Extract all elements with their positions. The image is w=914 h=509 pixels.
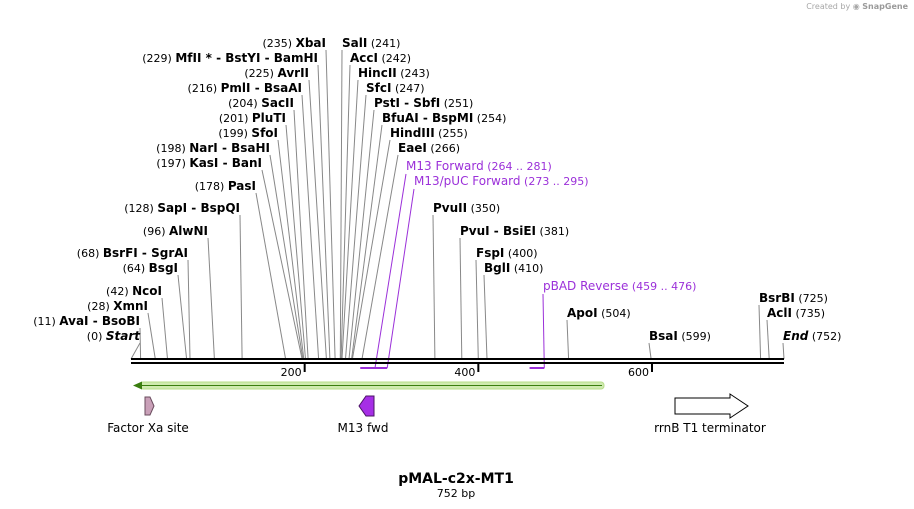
site-connector: [351, 139, 391, 360]
scale-tick-label: 600: [628, 366, 649, 379]
site-label-bsrfi[interactable]: (68) BsrFI - SgrAI: [77, 246, 188, 260]
site-connector: [341, 79, 359, 360]
site-connector: [782, 342, 785, 360]
site-label-acci[interactable]: AccI (242): [350, 51, 411, 65]
primer-connector-m13-forward: [374, 173, 407, 369]
feature-labels: Factor Xa site M13 fwd rrnB T1 terminator: [107, 421, 766, 435]
site-connector: [648, 342, 652, 360]
site-connector: [261, 169, 303, 360]
site-connector: [566, 319, 570, 360]
site-connector: [361, 154, 399, 360]
site-label-hincii[interactable]: HincII (243): [358, 66, 430, 80]
site-connector: [339, 49, 343, 360]
site-label-bsai[interactable]: BsaI (599): [649, 329, 711, 343]
site-label-bgli[interactable]: BglI (410): [484, 261, 543, 275]
credit-brand: SnapGene: [862, 2, 908, 11]
site-connector: [351, 124, 383, 360]
snapgene-logo-icon: ◉: [852, 2, 860, 11]
site-label-mfii[interactable]: (229) MfII * - BstYI - BamHI: [142, 51, 318, 65]
site-label-sacii[interactable]: (204) SacII: [228, 96, 294, 110]
site-label-bsrbi[interactable]: BsrBI (725): [759, 291, 828, 305]
site-connector: [758, 304, 762, 360]
site-connector: [483, 274, 488, 360]
site-labels: (0) Start(11) AvaI - BsoBI(28) XmnI(42) …: [33, 36, 841, 343]
site-label-avai[interactable]: (11) AvaI - BsoBI: [33, 314, 140, 328]
site-connector: [207, 237, 215, 360]
site-label-alwni[interactable]: (96) AlwNI: [143, 224, 208, 238]
site-label-hindiii[interactable]: HindIII (255): [390, 126, 468, 140]
site-label-kasi[interactable]: (197) KasI - BanI: [156, 156, 262, 170]
site-connector: [345, 94, 367, 360]
snapgene-credit: Created by ◉ SnapGene: [806, 2, 908, 11]
site-label-nari[interactable]: (198) NarI - BsaHI: [156, 141, 270, 155]
site-connector: [293, 109, 309, 360]
site-label-start[interactable]: (0) Start: [87, 329, 141, 343]
site-label-xbai[interactable]: (235) XbaI: [263, 36, 326, 50]
site-label-pluti[interactable]: (201) PluTI: [219, 111, 286, 125]
site-label-xmni[interactable]: (28) XmnI: [87, 299, 148, 313]
site-label-bfuai[interactable]: BfuAI - BspMI (254): [382, 111, 506, 125]
primer-label-pbad-reverse[interactable]: pBAD Reverse (459 .. 476): [543, 279, 696, 293]
site-label-sfoi[interactable]: (199) SfoI: [218, 126, 278, 140]
feature-label-m13-fwd[interactable]: M13 fwd: [338, 421, 389, 435]
site-connector: [177, 274, 188, 360]
site-label-ncoi[interactable]: (42) NcoI: [106, 284, 162, 298]
site-label-pvuii[interactable]: PvuII (350): [433, 201, 500, 215]
rrnb-t1-terminator-arrow[interactable]: [674, 393, 749, 419]
site-label-acli[interactable]: AclI (735): [767, 306, 825, 320]
site-connector: [187, 259, 191, 360]
primer-connector-pbad-reverse: [542, 293, 545, 369]
site-label-pvui[interactable]: PvuI - BsiEI (381): [460, 224, 569, 238]
site-connector: [325, 49, 336, 360]
site-connector-lines: [130, 49, 785, 360]
site-label-fspi[interactable]: FspI (400): [476, 246, 537, 260]
site-connector: [285, 124, 306, 360]
site-connector: [255, 192, 287, 360]
credit-prefix: Created by: [806, 2, 851, 11]
site-label-pmli[interactable]: (216) PmlI - BsaAI: [188, 81, 302, 95]
m13-fwd-arrow[interactable]: [358, 395, 375, 417]
plasmid-name: pMAL-c2x-MT1: [398, 471, 514, 487]
plasmid-length: 752 bp: [437, 487, 475, 500]
site-label-pasi[interactable]: (178) PasI: [195, 179, 256, 193]
site-connector: [147, 312, 156, 360]
site-label-end[interactable]: End (752): [783, 329, 841, 343]
site-label-sfci[interactable]: SfcI (247): [366, 81, 425, 95]
site-connector: [139, 327, 142, 360]
primer-connector-m13-puc-forward: [386, 188, 415, 369]
site-label-psti[interactable]: PstI - SbfI (251): [374, 96, 473, 110]
scale-tick-label: 400: [454, 366, 475, 379]
scale-tick-label: 200: [281, 366, 302, 379]
site-label-sapi[interactable]: (128) SapI - BspQI: [124, 201, 240, 215]
site-connector: [277, 139, 305, 360]
site-connector: [161, 297, 168, 360]
site-connector: [308, 79, 327, 360]
site-label-eaei[interactable]: EaeI (266): [398, 141, 460, 155]
site-connector: [317, 64, 331, 360]
factor-xa-site-arrow[interactable]: [144, 396, 155, 416]
feature-label-rrnb-t1-terminator[interactable]: rrnB T1 terminator: [654, 421, 766, 435]
site-connector: [766, 319, 770, 360]
site-label-avrii[interactable]: (225) AvrII: [244, 66, 309, 80]
site-connector: [269, 154, 304, 360]
site-connector: [348, 109, 375, 360]
site-connector: [340, 64, 351, 360]
site-connector: [239, 214, 243, 360]
primer-label-m13-puc-forward[interactable]: M13/pUC Forward (273 .. 295): [414, 174, 589, 188]
site-label-sali[interactable]: SalI (241): [342, 36, 400, 50]
site-label-bsgi[interactable]: (64) BsgI: [123, 261, 178, 275]
primer-annotations: M13 Forward (264 .. 281)M13/pUC Forward …: [360, 159, 696, 369]
site-connector: [301, 94, 320, 360]
site-connector: [130, 342, 141, 360]
site-label-apoi[interactable]: ApoI (504): [567, 306, 631, 320]
site-connector: [432, 214, 436, 360]
scale-ticks: 200 400 600: [281, 363, 654, 379]
feature-label-factor-xa-site[interactable]: Factor Xa site: [107, 421, 189, 435]
site-connector: [459, 237, 463, 360]
primer-label-m13-forward[interactable]: M13 Forward (264 .. 281): [406, 159, 552, 173]
orf-arrow[interactable]: [133, 381, 605, 390]
site-connector: [475, 259, 479, 360]
